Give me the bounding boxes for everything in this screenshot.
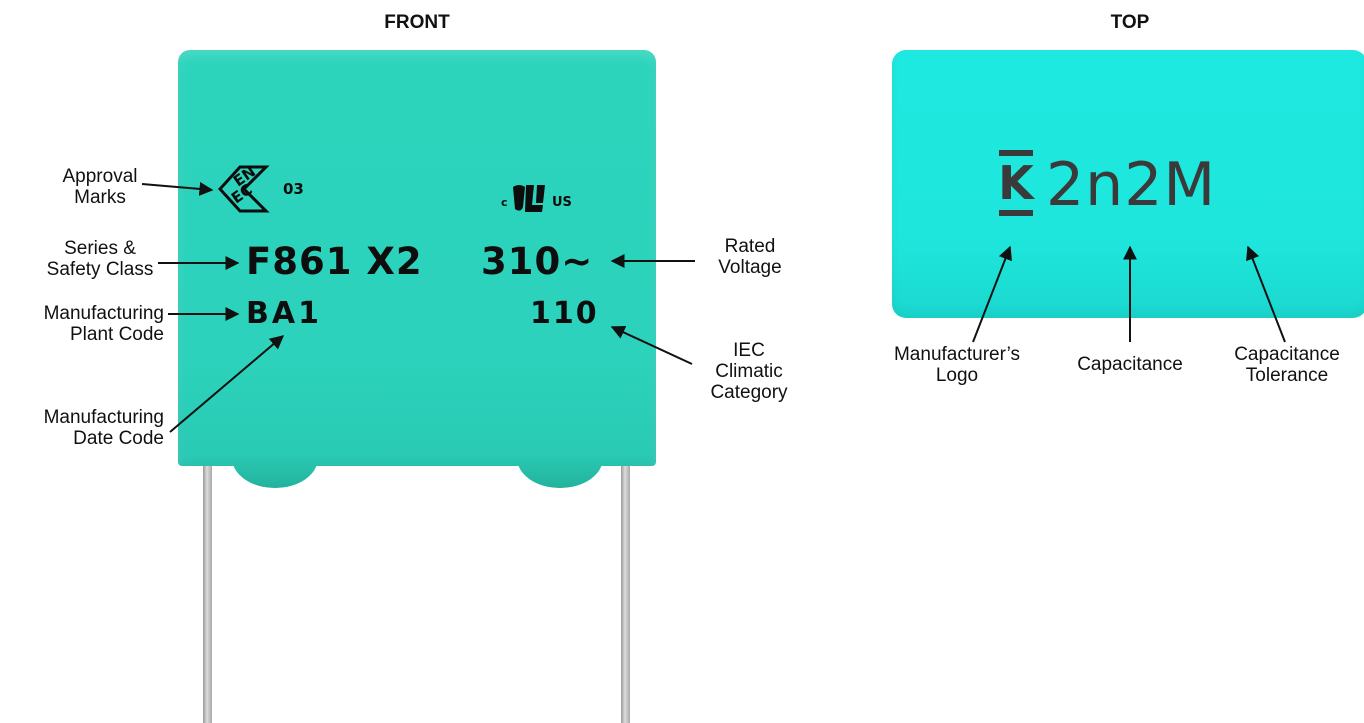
top-capacitor-body [892,50,1364,318]
date-code-label: Manufacturing Date Code [43,407,164,449]
enec-number: 03 [283,180,304,198]
plant-code-label: Manufacturing Plant Code [43,303,164,345]
ul-us-text: US [552,195,572,210]
rated-voltage-label: Rated Voltage [718,236,782,278]
approval-marks-label: Approval Marks [62,166,138,208]
arrow-manufacturer-logo [972,245,1012,343]
logo-letter: K [998,156,1034,210]
right-lead-wire [621,460,630,723]
front-view-heading: FRONT [384,12,450,33]
ul-recognized-icon [513,185,545,212]
front-capacitor-body [178,50,656,466]
arrow-iec-climatic [610,325,693,365]
capacitance-label: Capacitance [1077,354,1183,375]
series-safety-class-label: Series & Safety Class [46,238,154,280]
left-lead-wire [203,460,212,723]
plant-code-marking: BA1 [246,296,322,331]
enec-approval-mark: EN EC [218,164,270,213]
arrow-approval-marks [141,181,214,196]
ul-c-text: c [501,196,508,209]
top-view-heading: TOP [1110,12,1150,33]
capacitance-tolerance-code: 2n2M [1046,150,1217,220]
manufacturer-logo: K [998,150,1034,222]
rated-voltage-marking: 310~ [481,240,594,283]
climatic-category-marking: 110 [530,296,599,331]
manufacturer-logo-label: Manufacturer’s Logo [893,344,1021,386]
arrow-date-code [169,335,285,433]
iec-climatic-category-label: IEC Climatic Category [710,340,788,403]
arrow-capacitance-tolerance [1246,245,1286,343]
series-safety-class-marking: F861 X2 [246,240,423,283]
capacitance-tolerance-label: Capacitance Tolerance [1234,344,1340,386]
